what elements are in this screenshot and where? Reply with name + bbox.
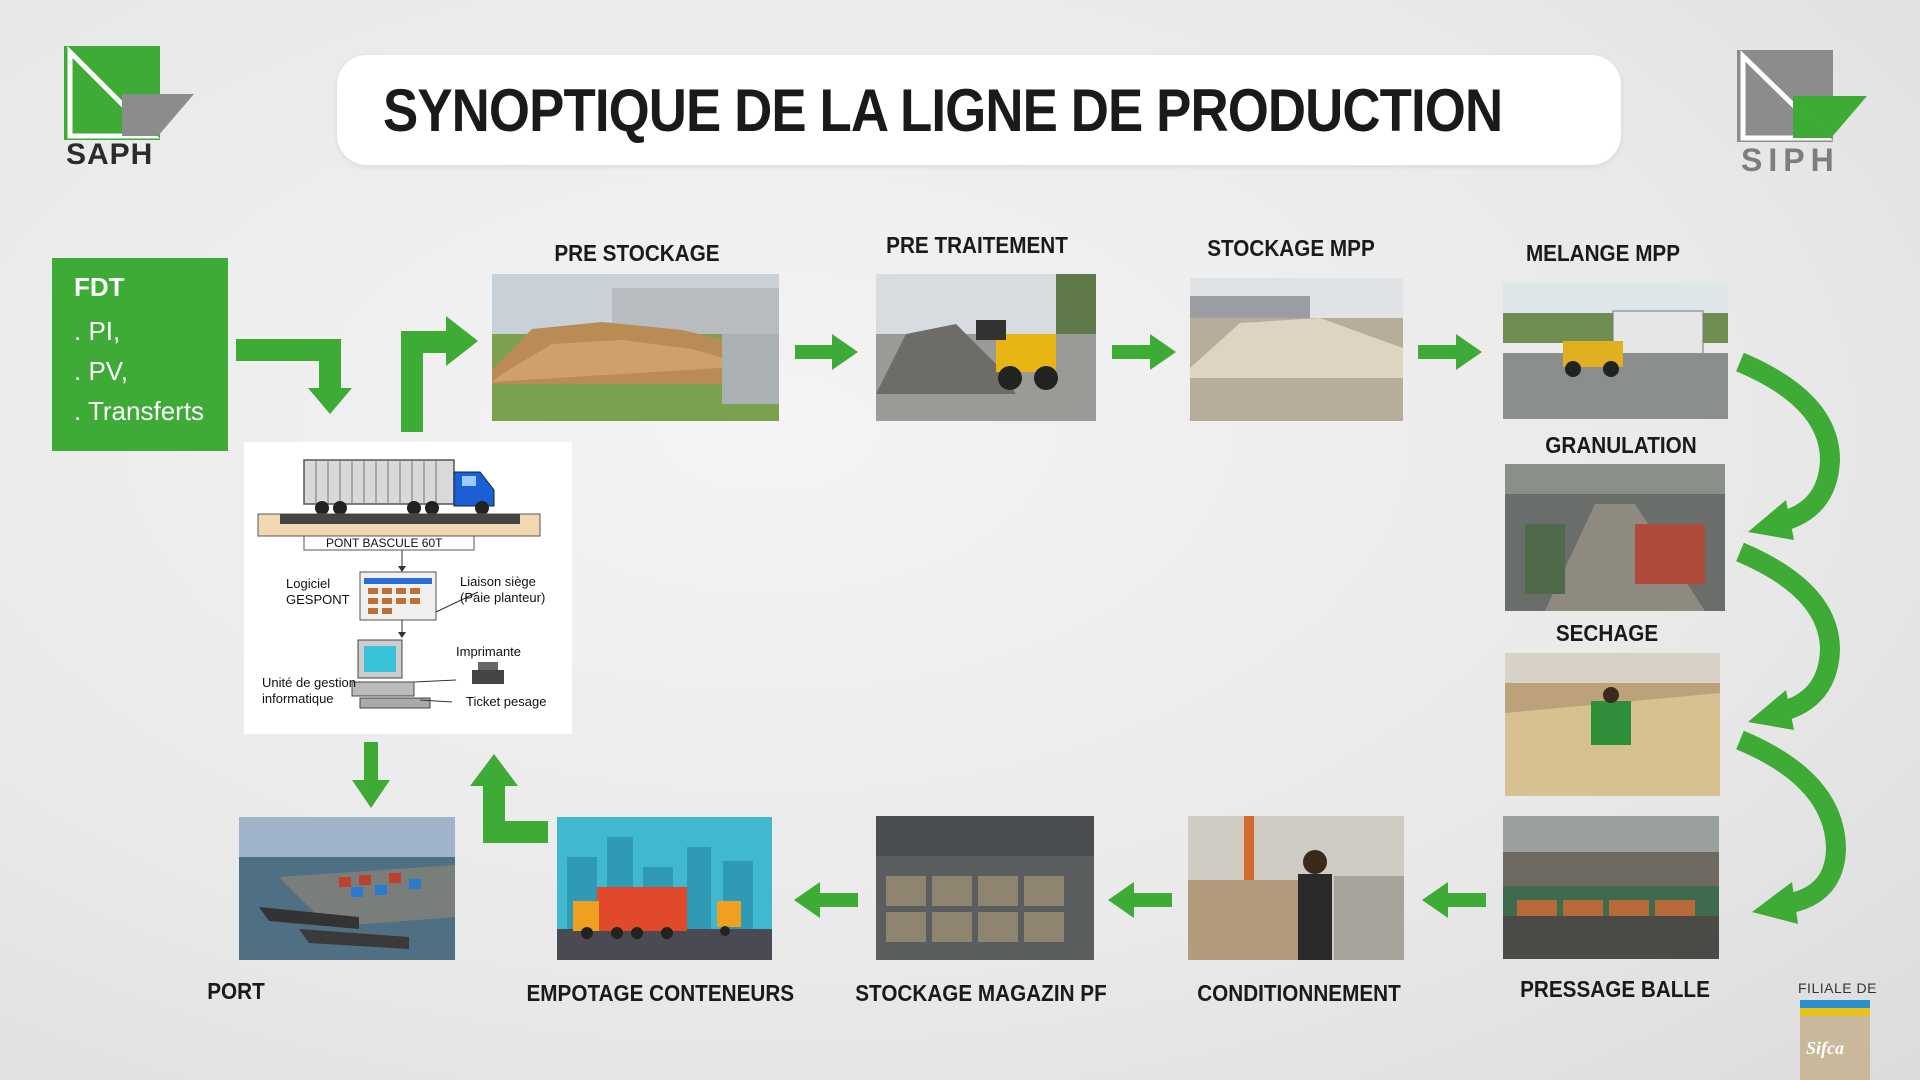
- stage-label-stockage-magazin-pf: STOCKAGE MAGAZIN PF: [855, 980, 1107, 1006]
- arrow-granulation-to-sechage-icon: [1736, 542, 1841, 730]
- stage-label-sechage: SECHAGE: [1555, 620, 1659, 646]
- link-label-line: (Paie planteur): [460, 590, 546, 605]
- arrow-pretraitement-to-stockagempp-icon: [1112, 334, 1176, 370]
- arrow-prestockage-to-pretraitement-icon: [795, 334, 858, 370]
- unit-label: Unité de gestion informatique: [262, 675, 356, 707]
- arrow-stockagempp-to-melangempp-icon: [1418, 334, 1482, 370]
- sifca-logo: Sifca: [1800, 1000, 1870, 1080]
- arrow-stockagepf-to-empotage-icon: [794, 882, 858, 918]
- unit-label-line: informatique: [262, 691, 334, 706]
- software-label-line: GESPONT: [286, 592, 350, 607]
- photo-sechage: [1505, 653, 1720, 796]
- filiale-block: FILIALE DE Sifca: [1798, 980, 1888, 1080]
- stage-label-conditionnement: CONDITIONNEMENT: [1197, 980, 1401, 1006]
- page-title: SYNOPTIQUE DE LA LIGNE DE PRODUCTION: [383, 76, 1503, 144]
- software-label-line: Logiciel: [286, 576, 331, 591]
- link-label-line: Liaison siège: [460, 574, 536, 589]
- stage-label-granulation: GRANULATION: [1545, 432, 1697, 458]
- stage-label-empotage-conteneurs: EMPOTAGE CONTENEURS: [526, 980, 795, 1006]
- siph-logo: SIPH: [1735, 48, 1875, 178]
- arrow-weighbridge-to-prestockage-icon: [401, 316, 478, 432]
- fdt-box: FDT . PI, . PV, . Transferts: [52, 258, 228, 451]
- photo-pre-stockage: [492, 274, 779, 421]
- filiale-label: FILIALE DE: [1798, 980, 1877, 996]
- arrow-empotage-to-weighbridge-icon: [470, 754, 548, 843]
- software-label: Logiciel GESPONT: [286, 576, 350, 608]
- photo-port: [239, 817, 455, 960]
- saph-logo-text: SAPH: [66, 138, 154, 171]
- photo-conditionnement: [1188, 816, 1404, 960]
- photo-melange-mpp: [1503, 283, 1728, 419]
- photo-stockage-mpp: [1190, 278, 1403, 421]
- stage-label-stockage-mpp: STOCKAGE MPP: [1207, 235, 1375, 261]
- arrow-weighbridge-to-port-icon: [352, 742, 390, 808]
- photo-stockage-magazin-pf: [876, 816, 1094, 960]
- fdt-item: . PI,: [74, 316, 121, 346]
- printer-label: Imprimante: [456, 644, 522, 659]
- weighbridge-diagram: PONT BASCULE 60T Logiciel GESPONT Liaiso…: [244, 442, 572, 734]
- stage-label-melange-mpp: MELANGE MPP: [1525, 240, 1681, 266]
- photo-pressage-balle: [1503, 816, 1719, 959]
- stage-label-port: PORT: [207, 978, 265, 1004]
- fdt-title: FDT: [74, 272, 125, 302]
- fdt-item: . PV,: [74, 356, 128, 386]
- ticket-label: Ticket pesage: [466, 694, 547, 709]
- bridge-label: PONT BASCULE 60T: [326, 536, 443, 550]
- siph-logo-text: SIPH: [1741, 142, 1840, 178]
- sifca-logo-text: Sifca: [1806, 1038, 1844, 1058]
- arrow-sechage-to-pressage-icon: [1736, 730, 1847, 924]
- stage-label-pre-traitement: PRE TRAITEMENT: [886, 232, 1068, 258]
- saph-logo-icon: [64, 45, 194, 140]
- link-label: Liaison siège (Paie planteur): [460, 574, 545, 606]
- siph-logo-icon: [1737, 50, 1867, 142]
- stage-label-pressage-balle: PRESSAGE BALLE: [1520, 976, 1710, 1002]
- arrow-pressage-to-conditionnement-icon: [1422, 882, 1486, 918]
- photo-empotage-conteneurs: [557, 817, 772, 960]
- arrow-conditionnement-to-stockagepf-icon: [1108, 882, 1172, 918]
- arrow-fdt-to-weighbridge-icon: [236, 339, 352, 414]
- saph-logo: SAPH: [62, 44, 202, 174]
- unit-label-line: Unité de gestion: [262, 675, 356, 690]
- fdt-item: . Transferts: [74, 396, 205, 426]
- stage-label-pre-stockage: PRE STOCKAGE: [554, 240, 720, 266]
- photo-granulation: [1505, 464, 1725, 611]
- title-banner: SYNOPTIQUE DE LA LIGNE DE PRODUCTION: [337, 55, 1621, 165]
- weighbridge-illustration: [257, 459, 541, 709]
- photo-pre-traitement: [876, 274, 1096, 421]
- arrow-melange-to-granulation-icon: [1736, 352, 1841, 540]
